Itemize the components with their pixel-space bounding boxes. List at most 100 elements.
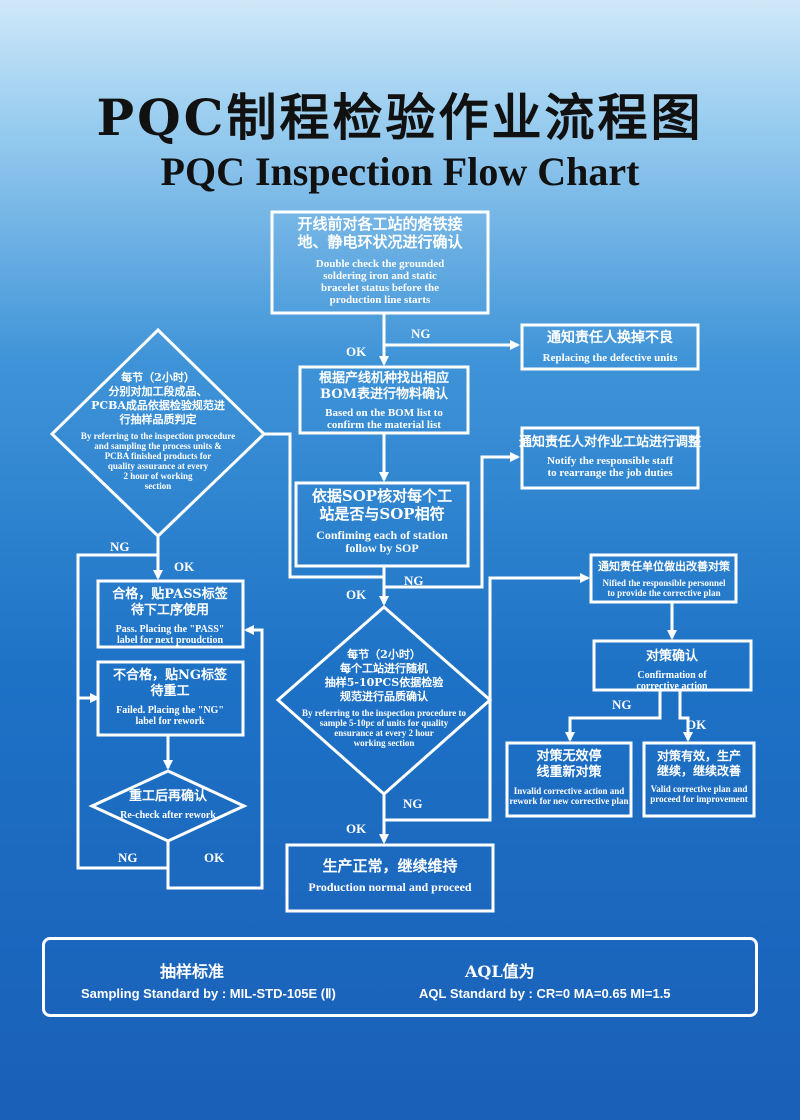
label-ng-recheck: NG — [118, 850, 138, 865]
confirm-cn-line: 对策确认 — [646, 648, 699, 664]
pass-en-line: Pass. Placing the "PASS" — [116, 624, 225, 635]
title-chinese: PQC制程检验作业流程图 — [96, 88, 704, 147]
sop-step: 依据SOP核对每个工站是否与SOP相符 Confiming each of sta… — [294, 481, 470, 568]
invalid-en-line: Invalid corrective action and — [514, 786, 625, 796]
label-ng-left: NG — [110, 539, 130, 554]
left-decision: 每节（2小时）分别对加工段成品、PCBA成品依据检验规范进行抽样品质判定 By r… — [49, 327, 267, 539]
confirm-en-line: corrective action — [636, 681, 708, 692]
pass-cn-line: 合格，贴PASS标签 — [112, 586, 228, 602]
recheck-cn-line: 重工后再确认 — [129, 788, 208, 804]
start-en-line: production line starts — [330, 294, 431, 306]
left_decision-cn-line: 每节（2小时） — [121, 370, 195, 384]
aql-standard-en: AQL Standard by : CR=0 MA=0.65 MI=1.5 — [419, 986, 671, 1001]
mid_decision-cn-line: 每节（2小时） — [347, 647, 421, 661]
mid_decision-cn-line: 抽样5-10PCS依据检验 — [325, 675, 444, 689]
mid_decision-en-line: By referring to the inspection procedure… — [302, 708, 466, 718]
ng-cn-line: 不合格，贴NG标签 — [113, 667, 228, 683]
sampling-standard-cn: 抽样标准 — [160, 962, 225, 981]
mid_decision-cn-line: 每个工站进行随机 — [340, 661, 428, 675]
notify_plan-en-line: to provide the corrective plan — [607, 588, 720, 598]
normal-cn-line: 生产正常，继续维持 — [322, 857, 457, 875]
label-ok-sop: OK — [346, 587, 367, 602]
sop-en-line: follow by SOP — [345, 541, 418, 555]
invalid-cn-line: 对策无效停 — [536, 748, 601, 764]
label-ng-sop: NG — [404, 573, 424, 588]
aql-value-cn: AQL值为 — [465, 962, 535, 981]
left_decision-cn-line: 行抽样品质判定 — [119, 412, 197, 426]
left_decision-en-line: section — [145, 481, 172, 491]
notify_plan-en-line: Nified the responsible personnel — [602, 578, 726, 588]
label-ok-left: OK — [174, 559, 195, 574]
mid_decision-en-line: ensurance at every 2 hour — [334, 728, 433, 738]
mid_decision-en-line: working section — [354, 738, 415, 748]
rearrange-en-line: Notify the responsible staff — [547, 455, 673, 467]
left_decision-cn-line: PCBA成品依据检验规范进 — [91, 398, 225, 412]
ng-en-line: Failed. Placing the "NG" — [116, 705, 224, 716]
ng-en-line: label for rework — [135, 716, 205, 727]
notify_plan-cn-line: 通知责任单位做出改善对策 — [598, 559, 731, 573]
label-ng-mid: NG — [403, 796, 423, 811]
label-ok-mid: OK — [346, 821, 367, 836]
start-cn-line: 开线前对各工站的烙铁接 — [297, 215, 462, 233]
pass-cn-line: 待下工序使用 — [130, 602, 209, 618]
normal-en-line: Production normal and proceed — [308, 880, 472, 894]
pass-en-line: label for next proudction — [117, 635, 223, 646]
rearrange-en-line: to rearrange the job duties — [547, 467, 673, 479]
sampling-standard-en: Sampling Standard by : MIL-STD-105E (Ⅱ) — [81, 986, 336, 1001]
notify-plan-step: 通知责任单位做出改善对策 Nified the responsible perso… — [589, 553, 738, 604]
title-english: PQC Inspection Flow Chart — [160, 149, 640, 194]
sop-en-line: Confiming each of station — [316, 528, 448, 542]
mid_decision-en-line: sample 5-10pc of units for quality — [320, 718, 449, 728]
valid-cn-line: 继续，继续改善 — [657, 763, 741, 778]
start-en-line: soldering iron and static — [323, 270, 437, 282]
label-ng-confirm: NG — [612, 697, 632, 712]
valid-en-line: proceed for improvement — [650, 794, 747, 804]
rearrange-step: 通知责任人对作业工站进行调整 Notify the responsible sta… — [519, 426, 702, 490]
left_decision-en-line: quality assurance at every — [108, 461, 209, 471]
left_decision-cn-line: 分别对加工段成品、 — [109, 384, 208, 398]
start-cn-line: 地、静电环状况进行确认 — [297, 233, 463, 251]
mid_decision-cn-line: 规范进行品质确认 — [340, 689, 429, 703]
valid-cn-line: 对策有效，生产 — [657, 748, 741, 763]
mid-decision: 每节（2小时）每个工站进行随机抽样5-10PCS依据检验规范进行品质确认 By r… — [275, 605, 493, 797]
sop-cn-line: 依据SOP核对每个工 — [312, 487, 452, 505]
bom-cn-line: BOM表进行物料确认 — [320, 386, 449, 402]
rearrange-cn-line: 通知责任人对作业工站进行调整 — [519, 434, 702, 450]
confirm-en-line: Confirmation of — [637, 670, 707, 681]
valid-en-line: Valid corrective plan and — [651, 784, 748, 794]
left_decision-en-line: and sampling the process units & — [94, 441, 222, 451]
left_decision-en-line: 2 hour of working — [123, 471, 193, 481]
start-en-line: Double check the grounded — [316, 258, 444, 270]
sop-cn-line: 站是否与SOP相符 — [319, 505, 444, 523]
label-ok-start: OK — [346, 344, 367, 359]
bom-en-line: confirm the material list — [327, 419, 441, 431]
svg-text:每节（2小时）分别对加工段成品、PCBA成品依据检验规范进行: 每节（2小时）分别对加工段成品、PCBA成品依据检验规范进行抽样品质判定 By r… — [81, 370, 235, 491]
invalid-en-line: rework for new corrective plan — [510, 796, 629, 806]
label-ok-recheck: OK — [204, 850, 225, 865]
left_decision-en-line: By referring to the inspection procedure — [81, 431, 235, 441]
bom-en-line: Based on the BOM list to — [325, 407, 443, 419]
connector-labels: NG OK NG OK NG OK NG OK NG OK NG OK — [110, 326, 707, 865]
pass-step: 合格，贴PASS标签待下工序使用 Pass. Placing the "PASS"… — [96, 579, 245, 649]
start-en-line: bracelet status before the — [321, 282, 439, 294]
bom-cn-line: 根据产线机种找出相应 — [319, 370, 449, 386]
ng-cn-line: 待重工 — [149, 683, 189, 699]
invalid-cn-line: 线重新对策 — [536, 764, 602, 780]
svg-text:每节（2小时）每个工站进行随机抽样5-10PCS依据检验规范: 每节（2小时）每个工站进行随机抽样5-10PCS依据检验规范进行品质确认 By r… — [302, 647, 466, 748]
